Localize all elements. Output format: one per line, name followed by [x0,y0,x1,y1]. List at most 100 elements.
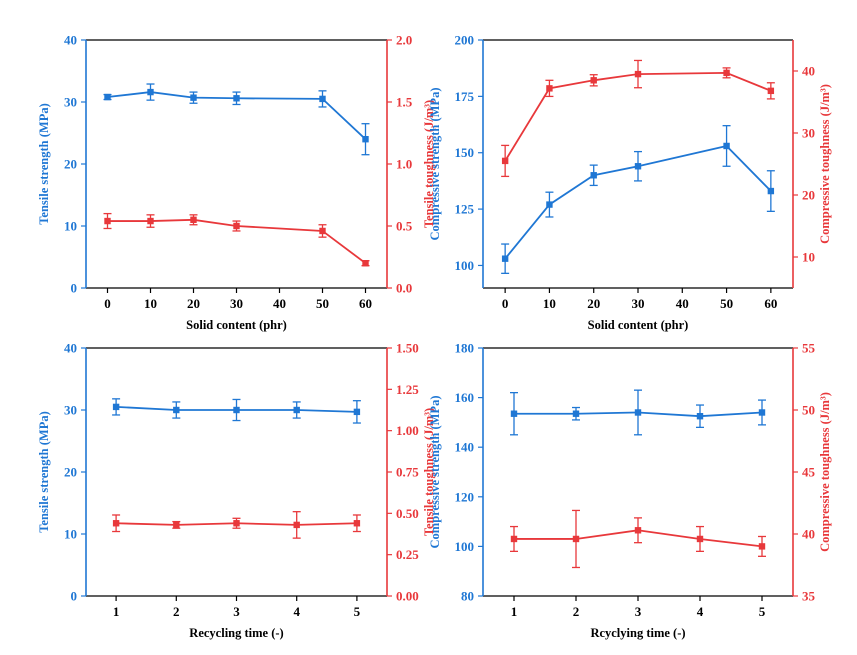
x-tick-label: 60 [764,296,777,311]
right-y-tick-label: 50 [802,403,815,418]
right-y-tick-label: 0.5 [396,219,413,234]
data-point [319,95,326,103]
series-blue [501,125,775,274]
left-y-tick-label: 125 [455,202,475,217]
data-point [293,521,300,529]
x-tick-label: 10 [144,296,157,311]
series-red [112,511,361,539]
left-axis-title: Compressive strength (MPa) [428,396,442,549]
right-y-tick-label: 0.00 [396,589,419,604]
left-y-tick-label: 40 [64,33,77,48]
data-point [510,410,518,417]
series-blue [510,389,766,436]
x-tick-label: 50 [316,296,329,311]
data-point [173,521,180,529]
left-y-tick-label: 10 [64,219,77,234]
left-y-tick-label: 120 [455,489,475,504]
data-point [233,222,240,230]
right-y-tick-label: 1.5 [396,95,413,110]
data-point [696,413,704,420]
left-y-tick-label: 0 [71,281,78,296]
right-axis-title: Tensile toughness (J/m³) [422,408,436,536]
data-point [572,410,580,417]
data-point [112,403,120,411]
right-y-tick-label: 2.0 [396,33,412,48]
data-point [353,408,361,416]
data-point [362,136,369,143]
x-tick-label: 2 [573,604,580,619]
data-point [723,142,730,150]
data-point [353,520,361,527]
x-axis-title: Rcyclying time (-) [590,626,685,640]
left-axis-title: Compressive strength (MPa) [428,88,442,241]
data-point [104,93,111,101]
series-line-blue [504,144,772,260]
right-y-tick-label: 0.50 [396,506,419,521]
x-axis-title: Recycling time (-) [189,626,283,640]
data-point [147,88,154,96]
left-y-tick-label: 0 [71,589,78,604]
right-axis-title: Compressive toughness (J/m³) [818,84,832,244]
data-point [147,217,154,225]
left-y-tick-label: 160 [455,390,475,405]
data-point [572,535,580,543]
right-y-tick-label: 1.0 [396,157,412,172]
data-point [319,227,326,235]
x-tick-label: 60 [359,296,372,311]
left-y-tick-label: 140 [455,440,475,455]
data-point [190,94,197,101]
x-tick-label: 3 [635,604,642,619]
data-point [190,216,197,223]
x-tick-label: 4 [293,604,300,619]
left-y-tick-label: 80 [461,589,474,604]
x-tick-label: 4 [697,604,704,619]
left-y-tick-label: 150 [455,145,475,160]
data-point [233,520,240,527]
data-point [173,406,180,414]
x-tick-label: 40 [273,296,286,311]
right-y-tick-label: 1.25 [396,382,419,397]
data-point [758,543,766,550]
data-point [767,87,775,95]
x-tick-label: 0 [104,296,111,311]
left-y-tick-label: 40 [64,341,77,356]
right-y-tick-label: 20 [802,188,815,203]
data-point [362,260,369,267]
left-y-tick-label: 200 [455,33,475,48]
data-point [758,409,766,416]
series-line-blue [107,91,367,140]
right-y-tick-label: 0.75 [396,465,419,480]
left-y-tick-label: 30 [64,403,77,418]
data-point [590,172,597,179]
right-y-tick-label: 0.0 [396,281,412,296]
x-tick-label: 2 [173,604,180,619]
x-tick-label: 3 [233,604,240,619]
left-y-tick-label: 30 [64,95,77,110]
series-line-red [107,218,367,264]
data-point [634,163,642,170]
data-point [546,85,553,92]
x-tick-label: 5 [354,604,361,619]
right-y-tick-label: 40 [802,64,815,79]
right-y-tick-label: 0.25 [396,547,419,562]
left-y-tick-label: 10 [64,527,77,542]
left-y-tick-label: 175 [455,89,475,104]
left-axis-title: Tensile strength (MPa) [37,411,51,533]
right-y-tick-label: 40 [802,527,815,542]
data-point [546,201,553,208]
data-point [510,535,518,543]
series-blue [112,398,361,424]
right-axis-title: Tensile toughness (J/m³) [422,100,436,228]
series-line-red [504,71,772,162]
x-tick-label: 30 [632,296,645,311]
x-tick-label: 1 [113,604,120,619]
data-point [112,520,120,527]
data-point [634,70,642,78]
x-tick-label: 30 [230,296,243,311]
data-point [233,95,240,102]
x-axis-title: Solid content (phr) [186,318,287,332]
